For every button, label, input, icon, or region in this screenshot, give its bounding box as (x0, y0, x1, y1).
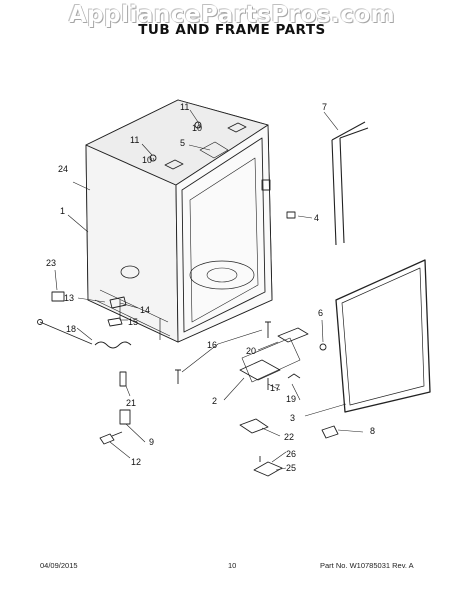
part-21-screw (119, 371, 127, 387)
callout-18: 18 (66, 324, 76, 334)
tub-front-opening (175, 124, 273, 343)
part-16-leg (175, 321, 271, 384)
part-15-screw (107, 317, 123, 327)
footer-part-info: Part No. W10785031 Rev. A (320, 561, 414, 570)
callout-14: 14 (140, 305, 150, 315)
tub-seal-u (335, 259, 431, 413)
callout-24: 24 (58, 164, 68, 174)
callout-26: 26 (286, 449, 296, 459)
part-22-foot (239, 418, 269, 434)
callout-15: 15 (128, 317, 138, 327)
callout-23: 23 (46, 258, 56, 268)
callout-3: 3 (290, 413, 295, 423)
callout-2: 2 (212, 396, 217, 406)
part-8-connector (321, 425, 339, 439)
callout-12: 12 (131, 457, 141, 467)
callout-11-left: 11 (130, 135, 139, 145)
door-gasket-top (331, 121, 369, 246)
callout-5: 5 (180, 138, 185, 148)
callout-20: 20 (246, 346, 256, 356)
part-18-spring (94, 341, 132, 349)
callout-13: 13 (64, 293, 74, 303)
callout-17: 17 (270, 383, 280, 393)
part-12-bolt (99, 431, 123, 445)
part-23-clip (51, 291, 65, 302)
callout-22: 22 (284, 432, 294, 442)
part-25-26-bracket (253, 456, 283, 477)
callout-9: 9 (149, 437, 154, 447)
callout-25: 25 (286, 463, 296, 473)
callout-10-left: 10 (142, 155, 152, 165)
part-20-bracket (277, 327, 309, 343)
footer-page-number: 10 (228, 561, 237, 570)
page-title: TUB AND FRAME PARTS (138, 22, 326, 38)
callout-7: 7 (322, 102, 327, 112)
callout-4: 4 (314, 213, 319, 223)
part-4-clip (286, 211, 296, 219)
callout-6: 6 (318, 308, 323, 318)
tub-side-port (120, 265, 140, 279)
hinge-bracket-top (227, 122, 247, 133)
footer-date: 04/09/2015 (40, 561, 78, 570)
callout-8: 8 (370, 426, 375, 436)
callout-11-top: 11 (180, 102, 189, 112)
part-14-bolt (109, 296, 127, 309)
tub-floor-sump (189, 260, 255, 290)
bracket-side (261, 179, 271, 191)
part-2-base (239, 359, 281, 381)
callout-16: 16 (207, 340, 217, 350)
part-9-clip (119, 409, 131, 425)
watermark: AppliancePartsPros.com (68, 2, 396, 28)
callout-19: 19 (286, 394, 296, 404)
callout-10-top: 10 (192, 123, 202, 133)
callout-21: 21 (126, 398, 136, 408)
callout-1: 1 (60, 206, 65, 216)
hinge-bracket-left (164, 159, 184, 170)
